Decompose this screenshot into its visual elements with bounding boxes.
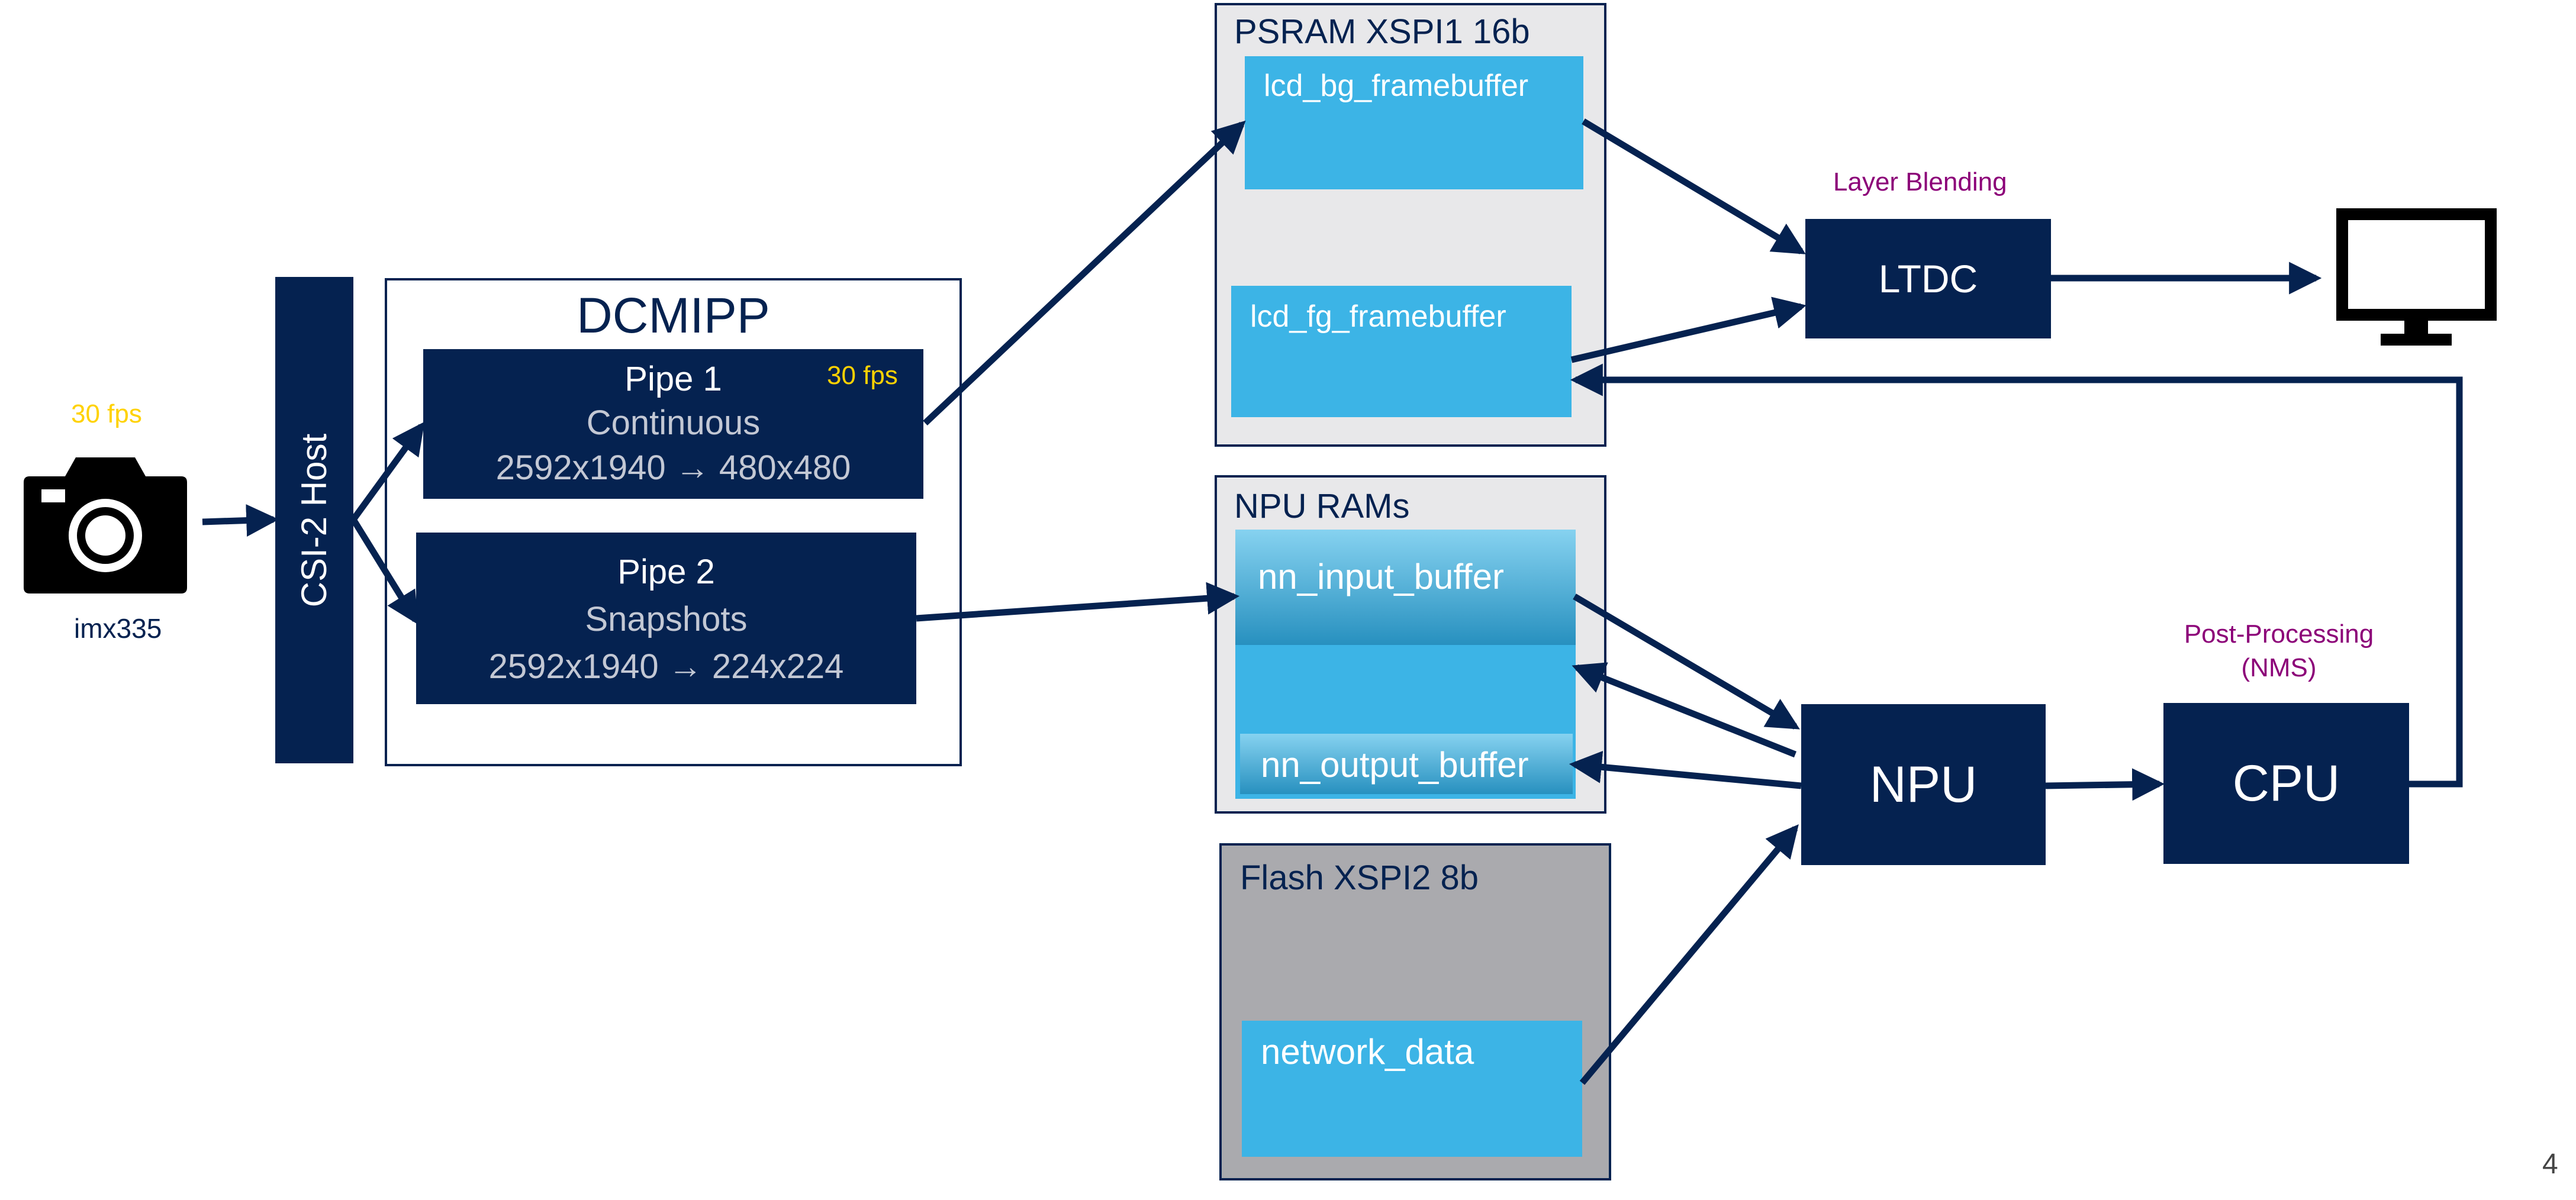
- camera-label: imx335: [74, 613, 162, 644]
- cpu-block: CPU: [2163, 703, 2409, 864]
- monitor-icon: [2335, 207, 2498, 349]
- cpu-label: CPU: [2232, 754, 2340, 812]
- network-data-label: network_data: [1261, 1032, 1474, 1072]
- csi2-host-block: CSI-2 Host: [275, 277, 353, 763]
- pipe1-mode: Continuous: [586, 403, 761, 442]
- cpu-caption-line1: Post-Processing: [2184, 620, 2374, 649]
- camera-icon: [22, 453, 188, 595]
- lcd-bg-framebuffer: lcd_bg_framebuffer: [1245, 56, 1583, 189]
- arrow-nn-input-to-npu: [1573, 593, 1800, 730]
- arrow-lcd-bg-to-ltdc: [1582, 118, 1806, 254]
- cpu-caption-line2: (NMS): [2241, 653, 2317, 682]
- pipe2-title: Pipe 2: [617, 552, 715, 591]
- arrow-npu-to-nn-region: [1572, 662, 1797, 758]
- arrow-npu-to-cpu: [2045, 768, 2165, 801]
- arrow-csi-to-pipe2: [350, 518, 418, 625]
- pipe1-block: Pipe 1 Continuous 2592x1940 → 480x480 30…: [423, 349, 923, 499]
- arrow-network-data-to-npu: [1579, 824, 1799, 1085]
- nn-input-buffer: nn_input_buffer: [1235, 530, 1576, 645]
- nn-input-buffer-label: nn_input_buffer: [1258, 557, 1504, 596]
- arrow-lcd-fg-to-ltdc: [1570, 296, 1807, 363]
- lcd-bg-framebuffer-label: lcd_bg_framebuffer: [1264, 69, 1529, 103]
- lcd-fg-framebuffer-label: lcd_fg_framebuffer: [1250, 299, 1506, 334]
- arrow-pipe1-to-lcd-bg: [923, 120, 1246, 425]
- dcmipp-container: [385, 278, 962, 766]
- npu-rams-title: NPU RAMs: [1234, 487, 1410, 525]
- psram-title: PSRAM XSPI1 16b: [1234, 12, 1530, 51]
- pipe1-fps: 30 fps: [827, 361, 898, 390]
- arrow-pipe2-to-nn-input: [916, 582, 1240, 622]
- pipe1-resolution: 2592x1940 → 480x480: [495, 448, 851, 487]
- pipe2-resolution: 2592x1940 → 224x224: [488, 647, 844, 686]
- ltdc-label: LTDC: [1878, 257, 1978, 301]
- pipe1-title: Pipe 1: [624, 359, 722, 398]
- pipe2-mode: Snapshots: [585, 599, 748, 638]
- pipe2-block: Pipe 2 Snapshots 2592x1940 → 224x224: [416, 533, 916, 704]
- arrow-npu-to-nn-output: [1569, 750, 1802, 789]
- flash-title: Flash XSPI2 8b: [1240, 859, 1479, 897]
- arrow-cpu-to-lcd-fg: [1570, 363, 2463, 788]
- ltdc-block: LTDC: [1805, 219, 2051, 338]
- arrow-csi-to-pipe1: [350, 421, 425, 522]
- dcmipp-title: DCMIPP: [577, 287, 770, 343]
- npu-label: NPU: [1869, 756, 1978, 813]
- npu-block: NPU: [1801, 704, 2046, 865]
- nn-output-buffer: nn_output_buffer: [1240, 734, 1573, 794]
- ltdc-caption: Layer Blending: [1833, 167, 2007, 196]
- camera-fps-label: 30 fps: [71, 399, 142, 428]
- lcd-fg-framebuffer: lcd_fg_framebuffer: [1231, 286, 1572, 417]
- page-number: 4: [2542, 1149, 2558, 1180]
- arrow-camera-to-csi: [202, 504, 279, 537]
- nn-output-buffer-label: nn_output_buffer: [1261, 745, 1529, 785]
- network-data-block: network_data: [1242, 1021, 1582, 1157]
